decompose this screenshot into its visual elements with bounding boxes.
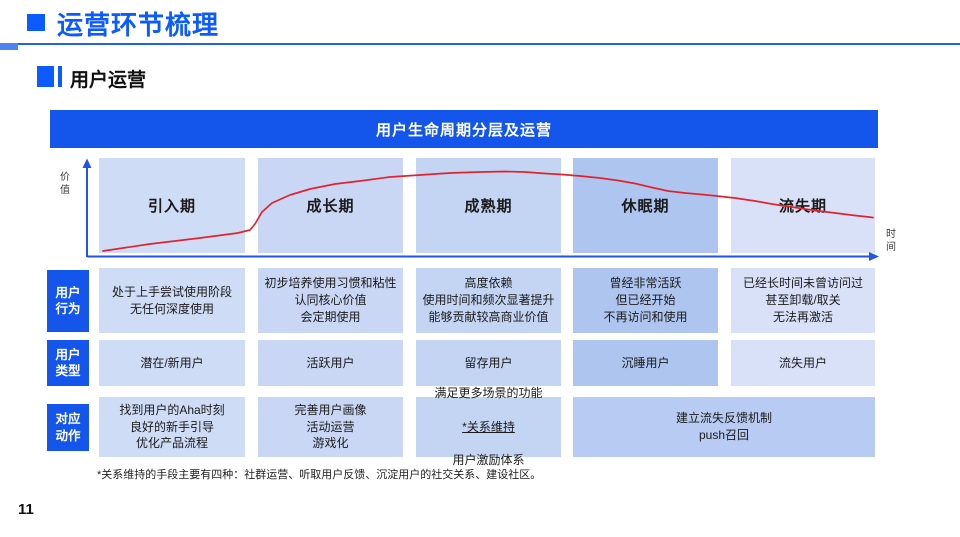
page-number: 11 [18, 501, 34, 518]
y-axis-arrow-icon [82, 158, 92, 168]
action-cell-dormancy-churn: 建立流失反馈机制 push召回 [573, 397, 875, 457]
stage-box-growth: 成长期 [258, 158, 403, 253]
diagram-title-banner: 用户生命周期分层及运营 [50, 110, 878, 148]
x-axis-label: 时 间 [886, 229, 896, 253]
type-cell-dormancy: 沉睡用户 [573, 340, 718, 386]
y-axis-label: 价 值 [60, 172, 70, 196]
action-cell-maturity: 满足更多场景的功能 *关系维持 用户激励体系 [416, 386, 561, 467]
section-title: 用户运营 [70, 70, 147, 91]
stage-box-maturity: 成熟期 [416, 158, 561, 253]
section-bullet-icon [37, 66, 54, 87]
type-cell-introduction: 潜在/新用户 [99, 340, 245, 386]
row-label-user-behavior: 用户 行为 [47, 270, 89, 332]
stage-box-introduction: 引入期 [99, 158, 245, 253]
action-maturity-line3: 用户激励体系 [452, 453, 525, 468]
type-cell-growth: 活跃用户 [258, 340, 403, 386]
action-maturity-relationship-link: *关系维持 [462, 419, 515, 434]
row-label-user-type: 用户 类型 [47, 340, 89, 386]
behavior-cell-growth: 初步培养使用习惯和粘性 认同核心价值 会定期使用 [258, 268, 403, 333]
behavior-cell-dormancy: 曾经非常活跃 但已经开始 不再访问和使用 [573, 268, 718, 333]
row-label-action: 对应 动作 [47, 404, 89, 451]
page-title: 运营环节梳理 [57, 10, 220, 40]
title-divider [17, 43, 960, 45]
x-axis-arrow-icon [869, 252, 879, 261]
action-cell-introduction: 找到用户的Aha时刻 良好的新手引导 优化产品流程 [99, 397, 245, 457]
stage-box-churn: 流失期 [731, 158, 875, 253]
action-cell-growth: 完善用户画像 活动运营 游戏化 [258, 397, 403, 457]
footnote: *关系维持的手段主要有四种：社群运营、听取用户反馈、沉淀用户的社交关系、建设社区… [97, 469, 542, 481]
type-cell-churn: 流失用户 [731, 340, 875, 386]
section-bullet-bar [58, 66, 62, 87]
title-divider-cap [0, 43, 18, 50]
action-maturity-line1: 满足更多场景的功能 [434, 386, 543, 401]
type-cell-maturity: 留存用户 [416, 340, 561, 386]
stage-box-dormancy: 休眠期 [573, 158, 718, 253]
behavior-cell-introduction: 处于上手尝试使用阶段 无任何深度使用 [99, 268, 245, 333]
behavior-cell-maturity: 高度依赖 使用时间和频次显著提升 能够贡献较高商业价值 [416, 268, 561, 333]
title-bullet-icon [27, 14, 45, 31]
behavior-cell-churn: 已经长时间未曾访问过 甚至卸载/取关 无法再激活 [731, 268, 875, 333]
